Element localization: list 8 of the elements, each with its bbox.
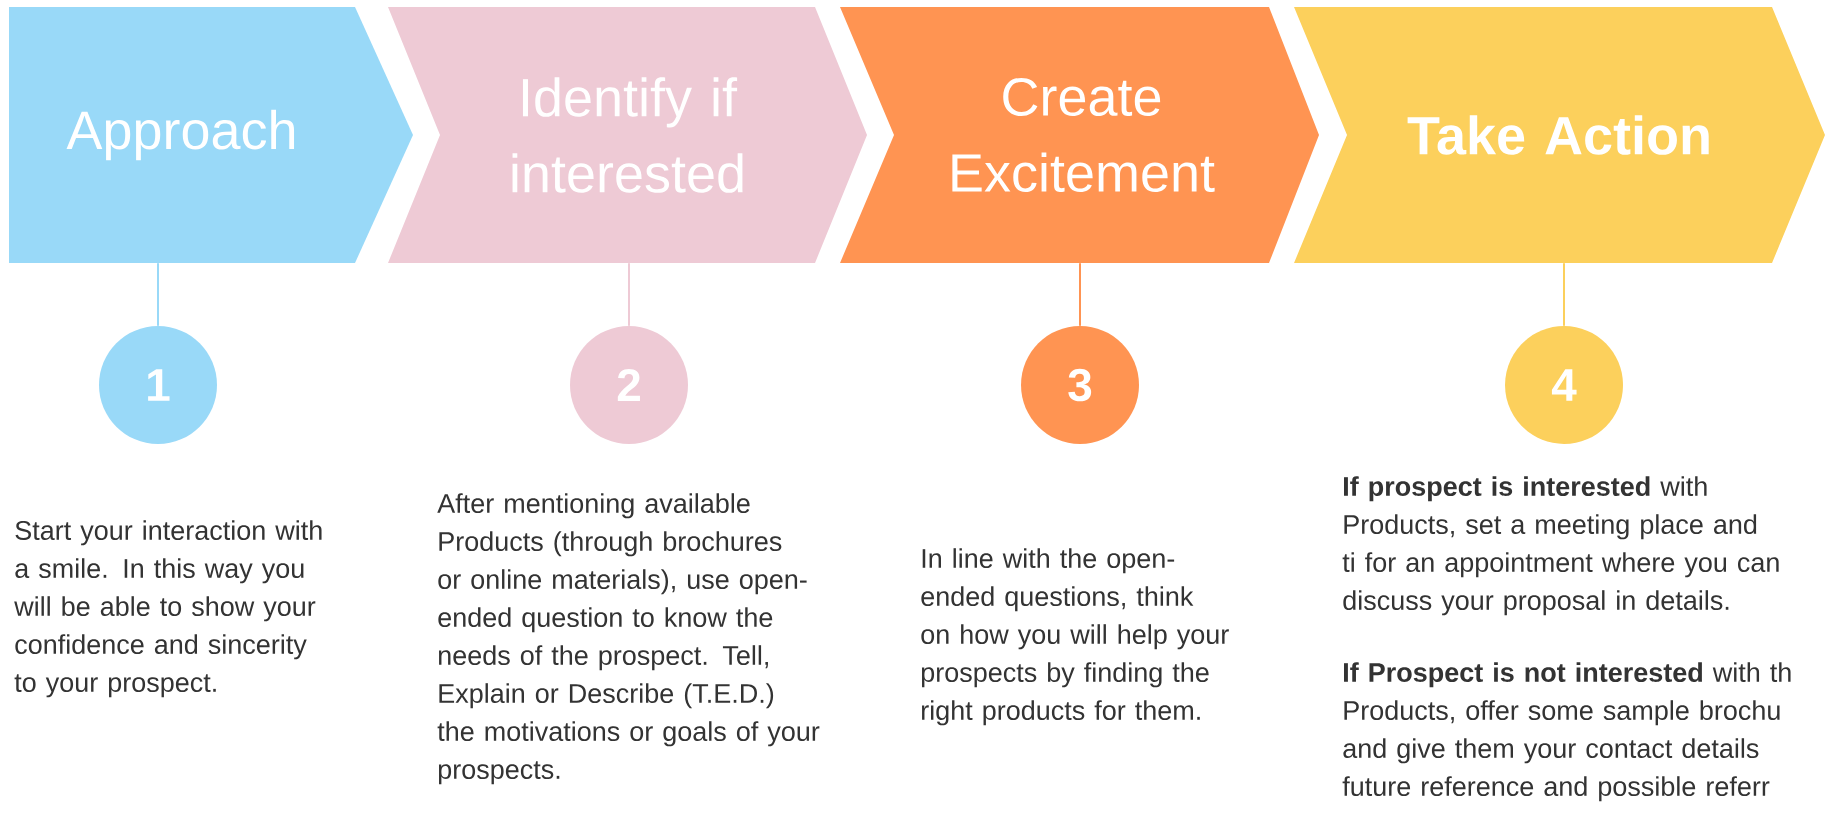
chevron-step: Create Excitement (840, 7, 1319, 263)
chevron-step: Approach (9, 7, 413, 263)
step-description: If Prospect is not interested with th Products, offer some sample brochu and give them your contact details future reference and possible referr (1342, 662, 1791, 802)
connector-line (157, 262, 159, 327)
chevron-step: Take Action (1294, 7, 1825, 263)
connector-line (628, 262, 630, 327)
connector-line (1079, 262, 1081, 327)
connector-line (1563, 262, 1565, 327)
